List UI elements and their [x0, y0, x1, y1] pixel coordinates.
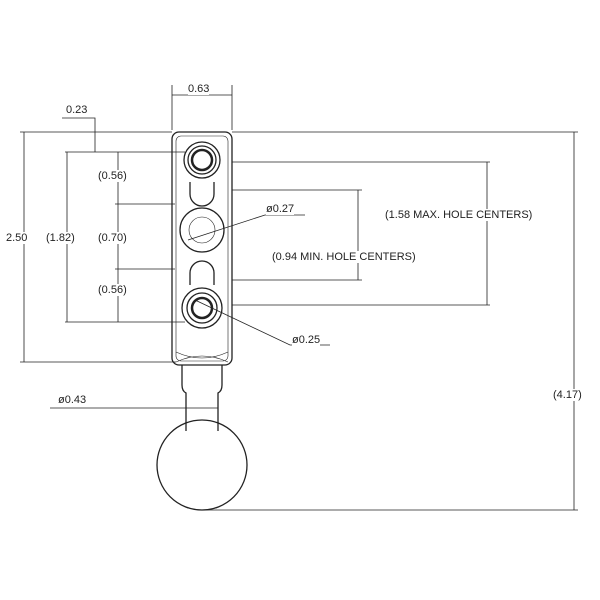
part-body	[156, 131, 248, 511]
dim-middle-spacing: (0.70)	[98, 232, 127, 244]
dimension-lines	[20, 85, 578, 511]
dim-lower-spacing: (0.56)	[98, 284, 127, 296]
dim-total-length: (4.17)	[553, 389, 582, 401]
dim-width-top: 0.63	[188, 83, 210, 95]
dim-center-hole-dia: ø0.27	[266, 203, 295, 215]
dim-max-hole-centers: (1.58 MAX. HOLE CENTERS)	[385, 209, 533, 221]
dim-ball-neck-dia: ø0.43	[58, 394, 87, 406]
dim-min-hole-centers: (0.94 MIN. HOLE CENTERS)	[272, 251, 416, 263]
dim-hole-span: (1.82)	[46, 232, 75, 244]
dim-offset-top: 0.23	[66, 104, 88, 116]
dim-overall-height: 2.50	[6, 232, 28, 244]
dim-lower-hole-dia: ø0.25	[292, 334, 321, 346]
dim-upper-spacing: (0.56)	[98, 170, 127, 182]
